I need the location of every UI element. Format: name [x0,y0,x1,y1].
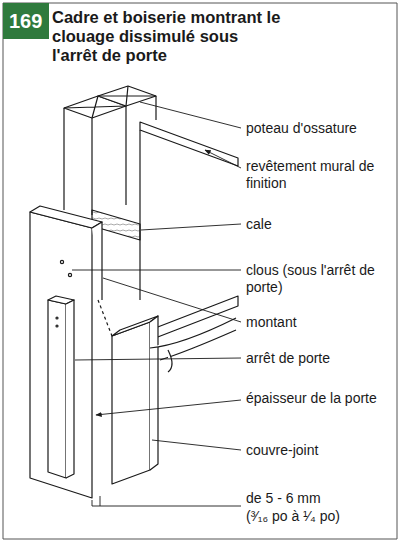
callout-label: de 5 - 6 mm [246,490,392,507]
callout-label: arrêt de porte [246,350,392,367]
callout-label: épaisseur de la porte [246,390,392,407]
callout-label: cale [246,216,392,233]
casing [98,300,236,484]
jamb [30,206,102,498]
callout-label: clous (sous l'arrêt de porte) [246,262,392,296]
callout-label: revêtement mural de finition [246,158,392,192]
callout-label: poteau d'ossature [246,120,392,137]
figure-number: 169 [9,9,43,33]
figure-number-box: 169 [3,3,49,39]
callout-label: montant [246,314,392,331]
leader-lines [72,102,241,506]
stud [64,86,156,215]
wall-finish [140,122,238,340]
frame-border [3,3,397,539]
callout-label: (³⁄₁₆ po à ¹⁄₄ po) [246,508,392,525]
callout-label: couvre-joint [246,442,392,459]
door-stop [48,296,74,478]
figure-title: Cadre et boiserie montrant le clouage di… [52,8,282,65]
